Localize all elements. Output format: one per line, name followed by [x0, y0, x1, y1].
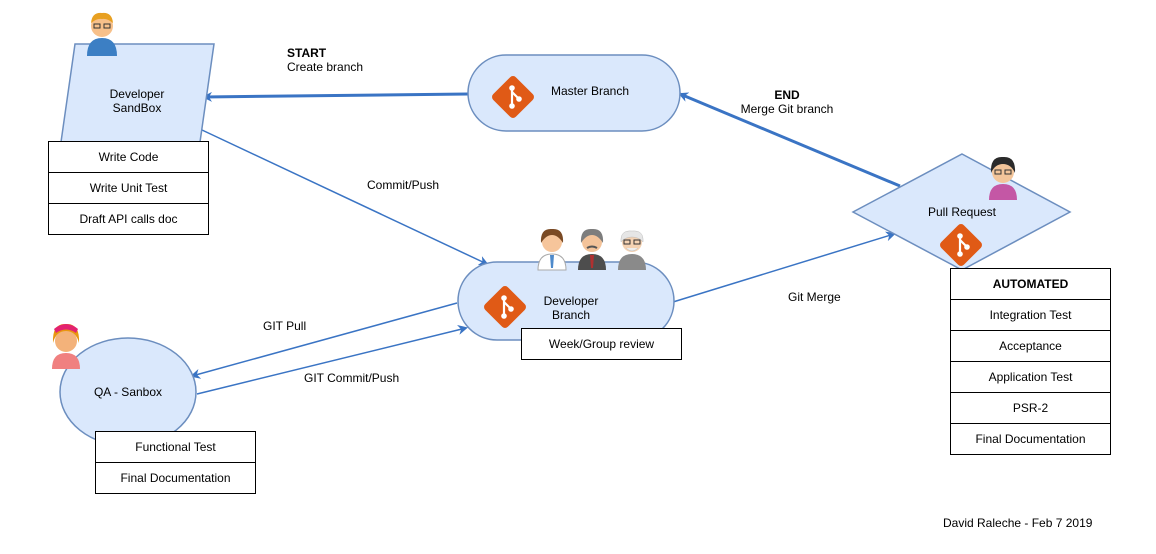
- developer-sandbox-label-line1: Developer: [109, 87, 165, 101]
- edge-git-merge: [672, 231, 896, 303]
- git-commit-push-label: GIT Commit/Push: [304, 371, 400, 385]
- qa-task-list: Functional Test Final Documentation: [95, 431, 256, 494]
- pull-request-label: Pull Request: [927, 205, 997, 219]
- developer-sandbox-label-line2: SandBox: [112, 101, 162, 115]
- git-pull-label: GIT Pull: [263, 319, 307, 333]
- pull-request-task-item: Application Test: [951, 361, 1110, 392]
- developer-branch-label-line1: Developer: [543, 294, 599, 308]
- end-edge-label: END Merge Git branch: [727, 88, 847, 116]
- sandbox-task-list: Write Code Write Unit Test Draft API cal…: [48, 141, 209, 235]
- reviewer-person-icon: [989, 156, 1017, 200]
- qa-sandbox-label: QA - Sanbox: [93, 385, 163, 399]
- author-credit: David Raleche - Feb 7 2019: [943, 516, 1093, 530]
- branch-task-item: Week/Group review: [548, 337, 655, 351]
- pull-request-task-item: PSR-2: [951, 392, 1110, 423]
- sandbox-task-item: Write Unit Test: [49, 172, 208, 203]
- pull-request-task-item: Integration Test: [951, 299, 1110, 330]
- qa-person-icon: [52, 323, 80, 369]
- sandbox-task-item: Draft API calls doc: [49, 203, 208, 234]
- developer-branch-label-line2: Branch: [551, 308, 591, 322]
- commit-push-label: Commit/Push: [367, 178, 440, 192]
- master-branch-label: Master Branch: [551, 84, 630, 98]
- start-subtitle: Create branch: [287, 60, 364, 74]
- pull-request-task-item: Final Documentation: [951, 423, 1110, 454]
- master-branch-shape: [467, 54, 681, 132]
- start-title: START: [287, 46, 327, 60]
- end-title: END: [774, 88, 800, 102]
- pull-request-task-item: Acceptance: [951, 330, 1110, 361]
- git-merge-label: Git Merge: [788, 290, 841, 304]
- edge-git-pull: [190, 302, 458, 379]
- team-people-icon: [537, 228, 646, 271]
- edge-start-create-branch: [202, 91, 469, 102]
- developer-sandbox-label: Developer SandBox: [97, 87, 177, 115]
- developer-branch-label: Developer Branch: [531, 294, 611, 322]
- start-edge-label: START Create branch: [287, 46, 363, 74]
- branch-task-list: Week/Group review: [521, 328, 682, 360]
- qa-task-item: Functional Test: [135, 440, 216, 454]
- pull-request-task-header: AUTOMATED: [992, 277, 1069, 291]
- qa-task-item: Final Documentation: [96, 462, 255, 493]
- edge-commit-push: [201, 129, 489, 266]
- end-subtitle: Merge Git branch: [740, 102, 834, 116]
- pull-request-task-list: AUTOMATED Integration Test Acceptance Ap…: [950, 268, 1111, 455]
- edge-end-merge: [678, 92, 901, 188]
- edge-git-commit-push: [196, 325, 468, 395]
- sandbox-task-item: Write Code: [98, 150, 159, 164]
- developer-person-icon: [87, 12, 117, 56]
